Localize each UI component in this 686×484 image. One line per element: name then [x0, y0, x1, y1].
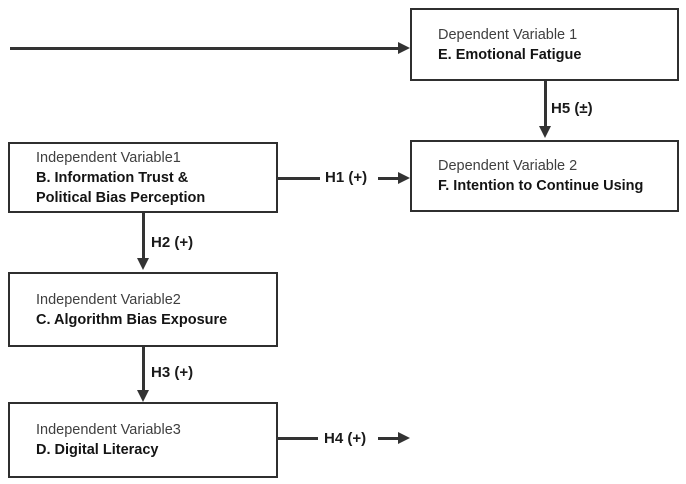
- box-emotional-fatigue: Dependent Variable 1 E. Emotional Fatigu…: [410, 8, 679, 81]
- h1-arrow-line-right: [378, 176, 398, 180]
- box-role-label: Independent Variable2: [36, 291, 181, 308]
- box-variable-name: E. Emotional Fatigue: [438, 46, 582, 63]
- h5-arrow-line: [543, 81, 547, 127]
- arrow-line-to-emotional-fatigue: [10, 46, 398, 50]
- h1-arrow-line-left: [277, 176, 320, 180]
- h2-label: H2 (+): [151, 234, 194, 251]
- h4-arrow-line-left: [276, 436, 318, 440]
- h2-arrow-line: [141, 213, 145, 258]
- box-role-label: Dependent Variable 1: [438, 26, 578, 43]
- h5-arrowhead: [539, 126, 551, 138]
- h1-arrowhead: [398, 172, 410, 184]
- box-information-trust: Independent Variable1 B. Information Tru…: [8, 142, 278, 213]
- h1-label: H1 (+): [325, 169, 368, 186]
- h4-arrowhead: [398, 432, 410, 444]
- h4-label: H4 (+): [324, 430, 367, 447]
- box-variable-name: F. Intention to Continue Using: [438, 178, 644, 194]
- h3-arrowhead: [137, 390, 149, 402]
- box-algorithm-bias-exposure: Independent Variable2 C. Algorithm Bias …: [8, 272, 278, 347]
- box-variable-name: C. Algorithm Bias Exposure: [36, 311, 228, 328]
- box-intention-to-continue-using: Dependent Variable 2 F. Intention to Con…: [410, 140, 679, 212]
- arrowhead-to-emotional-fatigue: [398, 42, 410, 54]
- box-variable-name-line2: Political Bias Perception: [36, 189, 206, 206]
- box-role-label: Dependent Variable 2: [438, 158, 578, 174]
- box-variable-name: B. Information Trust &: [36, 169, 189, 186]
- h5-label: H5 (±): [551, 100, 593, 117]
- box-variable-name: D. Digital Literacy: [36, 442, 159, 458]
- box-role-label: Independent Variable1: [36, 149, 181, 166]
- box-role-label: Independent Variable3: [36, 422, 181, 438]
- h2-arrowhead: [137, 258, 149, 270]
- h4-arrow-line-right: [378, 436, 398, 440]
- box-digital-literacy: Independent Variable3 D. Digital Literac…: [8, 402, 278, 478]
- h3-arrow-line: [141, 347, 145, 390]
- h3-label: H3 (+): [151, 364, 194, 381]
